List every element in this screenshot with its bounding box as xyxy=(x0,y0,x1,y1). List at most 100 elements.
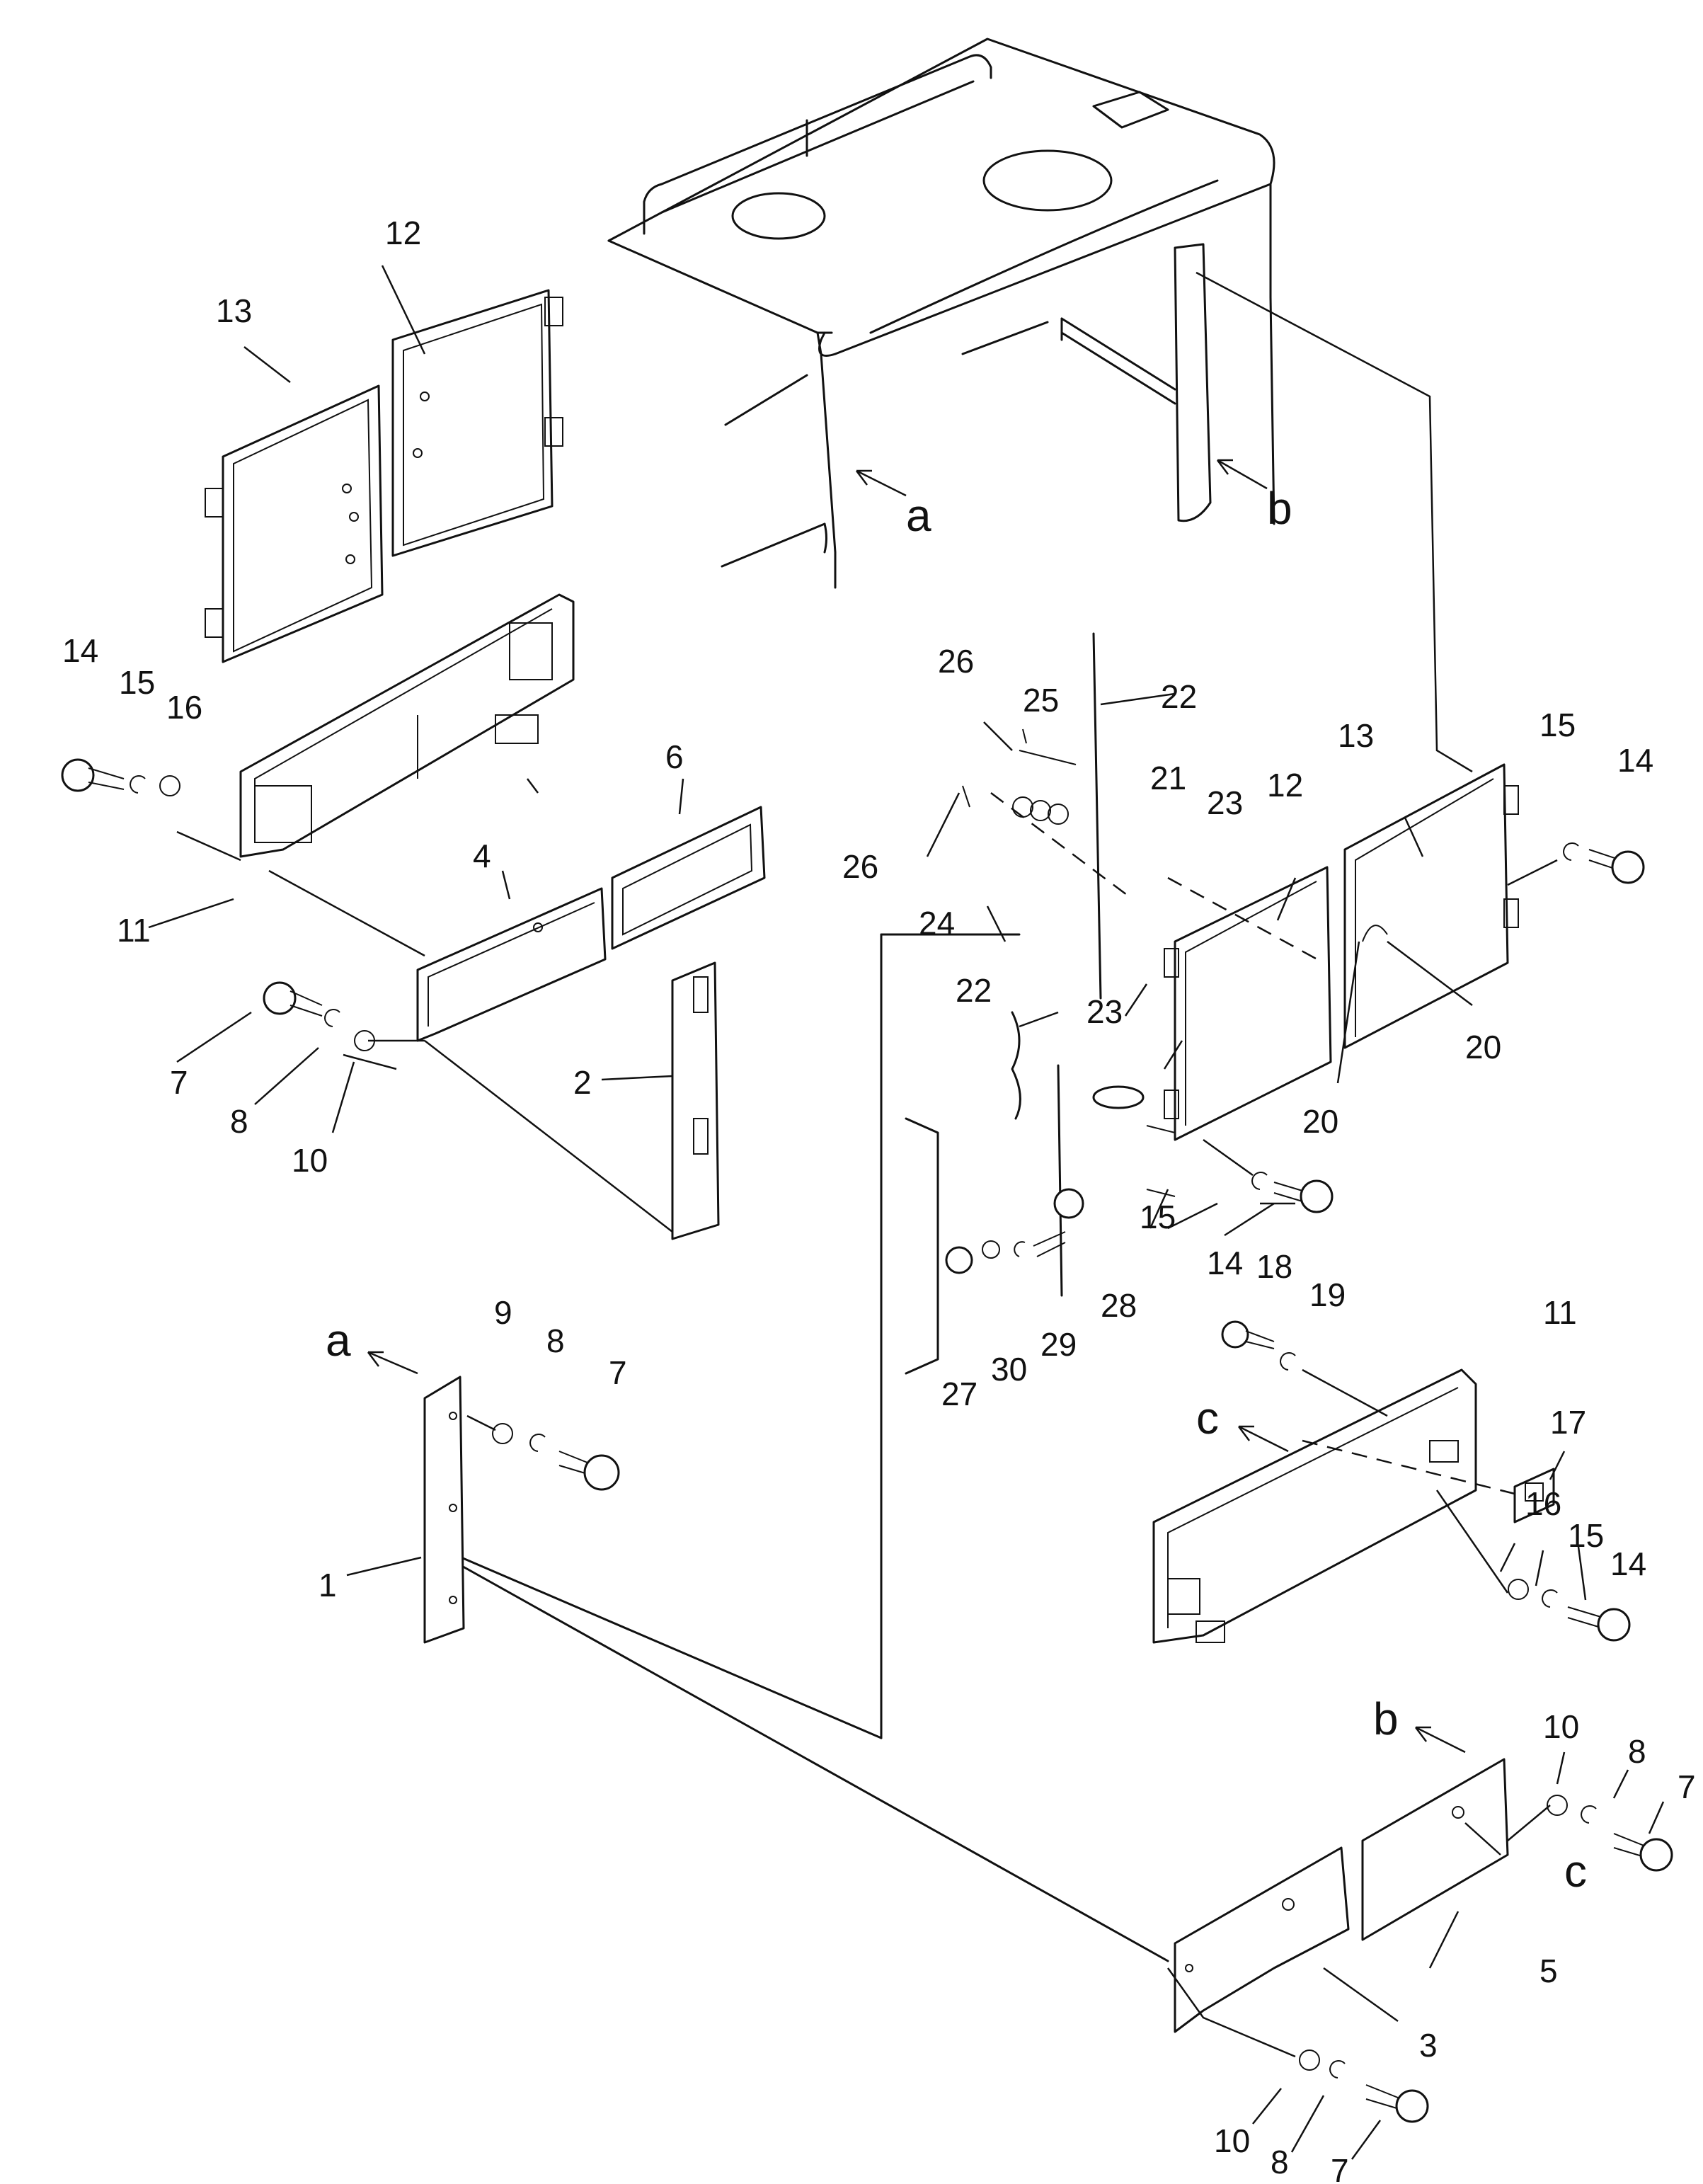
callout-16-lower-right: 16 xyxy=(1525,1485,1561,1522)
callout-5: 5 xyxy=(1539,1953,1558,1989)
plate-6 xyxy=(611,806,766,950)
ref-a-lower: a xyxy=(326,1315,351,1366)
callout-14-middle: 14 xyxy=(1207,1245,1243,1281)
callout-26-top: 26 xyxy=(938,643,974,680)
callout-8-right: 8 xyxy=(1628,1733,1646,1770)
callout-15-upper-right: 15 xyxy=(1539,707,1576,743)
callout-labels: 12 13 14 15 16 11 4 6 2 7 8 10 26 25 22 … xyxy=(62,215,1696,2184)
callout-6: 6 xyxy=(665,738,684,775)
pin-26 xyxy=(962,785,970,808)
spring-washer-29 xyxy=(1014,1241,1026,1257)
reference-labels: a b a c b c xyxy=(326,483,1587,1897)
washer-30 xyxy=(982,1240,1000,1259)
callout-24: 24 xyxy=(919,905,955,942)
bolt-14-lower-right xyxy=(1567,1606,1631,1642)
callout-7-right: 7 xyxy=(1678,1768,1696,1805)
spring-washer-15-upper-right xyxy=(1563,842,1579,861)
bolt-28 xyxy=(1033,1188,1084,1257)
callout-13-right: 13 xyxy=(1338,717,1374,754)
door-13-right xyxy=(1343,763,1519,1049)
fasteners xyxy=(61,758,1673,2123)
callout-20-right: 20 xyxy=(1465,1029,1501,1065)
callout-15-lower-right: 15 xyxy=(1568,1517,1604,1554)
bolt-14-upper-left xyxy=(61,758,125,792)
washer-16-lower-right xyxy=(1508,1579,1529,1600)
callout-4: 4 xyxy=(473,837,491,874)
pin-26-top xyxy=(1022,728,1027,744)
callout-14-upper-right: 14 xyxy=(1617,742,1653,779)
ref-b-lower: b xyxy=(1373,1693,1399,1744)
callout-23-lower: 23 xyxy=(1086,993,1123,1030)
callout-27: 27 xyxy=(941,1376,977,1412)
callout-3: 3 xyxy=(1419,2027,1438,2064)
callout-2: 2 xyxy=(573,1064,592,1101)
bolt-14-middle xyxy=(1273,1179,1334,1213)
panel-13-left xyxy=(205,384,384,663)
door-12-right xyxy=(1164,866,1332,1141)
washer-10-right xyxy=(1547,1795,1568,1816)
washer-9 xyxy=(492,1423,513,1444)
bolt-7-lower-left xyxy=(558,1451,620,1491)
callout-leaders xyxy=(148,265,1665,2160)
callout-12-right: 12 xyxy=(1267,767,1303,804)
reference-arrows xyxy=(367,459,1501,1856)
washer-10-bottom xyxy=(1299,2049,1320,2071)
ref-a-upper: a xyxy=(906,490,931,541)
link-21 xyxy=(1092,1085,1145,1109)
callout-8-lower-left: 8 xyxy=(546,1322,565,1359)
callout-7-left: 7 xyxy=(170,1064,188,1101)
panel-5 xyxy=(1361,1758,1509,1941)
bolt-14-upper-right xyxy=(1588,849,1645,884)
spring-washer-19 xyxy=(1280,1352,1296,1371)
callout-7-lower-left: 7 xyxy=(609,1354,627,1391)
frame-11-right xyxy=(1152,1368,1477,1644)
spring-washer-8-bottom xyxy=(1329,2060,1346,2079)
plate-4 xyxy=(416,887,607,1042)
bolt-18 xyxy=(1221,1320,1275,1349)
callout-13-upper-left: 13 xyxy=(216,292,252,329)
callout-20-left: 20 xyxy=(1302,1103,1338,1140)
callout-16-upper-left: 16 xyxy=(166,689,202,726)
callout-15-upper-left: 15 xyxy=(119,664,155,701)
callout-7-bottom: 7 xyxy=(1331,2152,1349,2184)
callout-23-upper: 23 xyxy=(1207,784,1243,821)
bolt-7-right xyxy=(1613,1833,1673,1872)
spring-washer-15-upper-left xyxy=(130,775,146,794)
spring-washer-8-left xyxy=(324,1009,340,1027)
bolt-7-left xyxy=(263,981,323,1017)
callout-26: 26 xyxy=(842,848,878,885)
callout-9: 9 xyxy=(494,1294,512,1331)
machine-body xyxy=(452,38,1275,1962)
callout-8-left: 8 xyxy=(230,1103,248,1140)
callout-15-middle: 15 xyxy=(1140,1199,1176,1235)
pins-23 xyxy=(1146,1125,1176,1197)
callout-1: 1 xyxy=(319,1567,337,1603)
spring-washer-15-middle xyxy=(1251,1172,1268,1190)
washer-16-upper-left xyxy=(159,775,180,796)
rod-22-lower xyxy=(1057,1064,1063,1297)
spacer-27 xyxy=(945,1246,973,1274)
ref-c-frame: c xyxy=(1196,1393,1219,1443)
callout-22-upper: 22 xyxy=(1161,678,1197,715)
callout-12-upper-left: 12 xyxy=(385,215,421,251)
callout-8-bottom: 8 xyxy=(1271,2144,1289,2180)
spring-washer-15-lower-right xyxy=(1542,1589,1558,1608)
callout-17: 17 xyxy=(1550,1404,1586,1441)
callout-10-left: 10 xyxy=(292,1142,328,1179)
panel-12-left xyxy=(391,289,563,557)
callout-10-right: 10 xyxy=(1543,1708,1579,1745)
assembly-lines xyxy=(176,271,1558,2058)
washers-25 xyxy=(1012,750,1077,825)
callout-14-upper-left: 14 xyxy=(62,632,98,669)
ref-c-lower: c xyxy=(1564,1846,1587,1897)
callout-14-lower-right: 14 xyxy=(1610,1545,1646,1582)
callout-21: 21 xyxy=(1150,760,1186,796)
spring-24 xyxy=(1011,1011,1021,1120)
ref-b-upper: b xyxy=(1267,483,1292,534)
callout-28: 28 xyxy=(1101,1287,1137,1324)
callout-22-lower: 22 xyxy=(956,972,992,1009)
callout-25: 25 xyxy=(1023,682,1059,719)
bracket-2 xyxy=(671,961,720,1240)
callout-11-right: 11 xyxy=(1543,1294,1577,1331)
